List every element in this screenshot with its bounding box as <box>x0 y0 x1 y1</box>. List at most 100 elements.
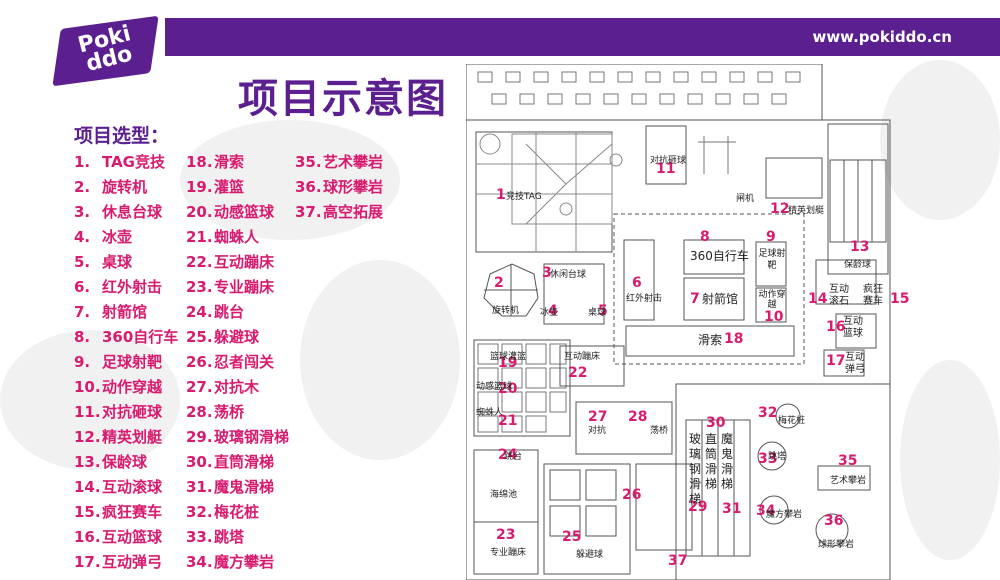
project-number: 12. <box>74 428 101 446</box>
plan-label-18: 18 <box>724 331 744 347</box>
project-number: 24. <box>186 303 213 321</box>
project-name: TAG竞技 <box>102 153 165 171</box>
plan-label-29: 29 <box>688 499 708 515</box>
plan-text-32: 梅花桩 <box>778 416 806 426</box>
plan-label-22: 22 <box>568 365 588 381</box>
website-url[interactable]: www.pokiddo.cn <box>812 28 952 46</box>
project-name: 互动蹦床 <box>214 253 275 271</box>
area-9-booth <box>755 241 787 287</box>
project-number: 17. <box>74 553 101 571</box>
project-list-item: 8.360自行车 <box>74 325 178 350</box>
project-number: 11. <box>74 403 101 421</box>
plan-text-7: 射箭馆 <box>702 292 739 306</box>
plan-text-33: 跳塔 <box>768 452 787 462</box>
plan-text-23: 专业蹦床 <box>490 548 527 558</box>
project-list-item: 32.梅花桩 <box>186 500 289 525</box>
plan-label-16: 16 <box>826 319 846 335</box>
area-3-4-5 <box>543 263 605 325</box>
plan-text-14: 互动滚石 <box>829 284 849 307</box>
project-number: 20. <box>186 203 213 221</box>
plan-label-23: 23 <box>496 527 516 543</box>
area-14-15 <box>815 259 877 305</box>
project-number: 30. <box>186 453 213 471</box>
plan-label-15: 15 <box>890 291 910 307</box>
plan-text-22: 互动蹦床 <box>564 352 601 362</box>
project-number: 7. <box>74 303 91 321</box>
project-list-item: 24.跳台 <box>186 300 289 325</box>
project-number: 29. <box>186 428 213 446</box>
project-name: 互动弹弓 <box>102 553 163 571</box>
project-name: 专业蹦床 <box>214 278 275 296</box>
plan-label-26: 26 <box>622 487 642 503</box>
plan-text-19: 篮球灌篮 <box>490 352 527 362</box>
plan-label-14: 14 <box>808 291 828 307</box>
project-name: 躲避球 <box>214 328 260 346</box>
plan-text-29: 玻璃钢滑梯 <box>688 432 701 506</box>
plan-label-2: 2 <box>494 275 504 291</box>
project-name: 360自行车 <box>102 328 179 346</box>
project-number: 36. <box>295 178 322 196</box>
plan-label-9: 9 <box>766 229 776 245</box>
project-list-item: 14.互动滚球 <box>74 475 178 500</box>
project-list-item: 18.滑索 <box>186 150 289 175</box>
plan-text-17: 互动弹弓 <box>845 352 865 375</box>
plan-text-21: 蜘蛛人 <box>476 408 504 418</box>
plan-label-34: 34 <box>756 503 776 519</box>
plan-label-12: 12 <box>770 201 790 217</box>
project-number: 13. <box>74 453 101 471</box>
project-name: 魔鬼滑梯 <box>214 478 275 496</box>
project-number: 34. <box>186 553 213 571</box>
project-number: 22. <box>186 253 213 271</box>
right-zone <box>675 383 891 580</box>
project-list-item: 33.跳塔 <box>186 525 289 550</box>
project-number: 33. <box>186 528 213 546</box>
plan-text-20: 动感篮球 <box>476 382 513 392</box>
project-list-item: 21.蜘蛛人 <box>186 225 289 250</box>
project-name: 红外射击 <box>102 278 163 296</box>
project-list-item: 13.保龄球 <box>74 450 178 475</box>
project-number: 26. <box>186 353 213 371</box>
project-number: 37. <box>295 203 322 221</box>
project-list-item: 28.荡桥 <box>186 400 289 425</box>
project-list-item: 27.对抗木 <box>186 375 289 400</box>
project-number: 35. <box>295 153 322 171</box>
area-17 <box>823 349 865 377</box>
plan-text-10: 动作穿越 <box>758 290 786 310</box>
project-name: 忍者闯关 <box>214 353 275 371</box>
plan-text-gate: 闸机 <box>736 194 755 204</box>
project-name: 球形攀岩 <box>323 178 384 196</box>
project-name: 灌篮 <box>214 178 245 196</box>
plan-label-1: 1 <box>496 187 506 203</box>
plan-label-27: 27 <box>588 409 608 425</box>
plan-text-pit: 海绵池 <box>490 490 518 500</box>
project-list-item: 30.直筒滑梯 <box>186 450 289 475</box>
zipline-track <box>625 325 795 357</box>
area-12 <box>765 157 823 199</box>
ninja-course <box>635 463 693 551</box>
plan-label-32: 32 <box>758 405 778 421</box>
background-shade <box>900 360 1000 560</box>
project-number: 4. <box>74 228 91 246</box>
project-list-item: 22.互动蹦床 <box>186 250 289 275</box>
project-list-item: 3.休息台球 <box>74 200 178 225</box>
plan-label-31: 31 <box>722 501 742 517</box>
project-list-item: 17.互动弹弓 <box>74 550 178 575</box>
pro-trampoline <box>473 521 539 575</box>
area-8-booth <box>683 239 745 275</box>
project-list-item: 25.躲避球 <box>186 325 289 350</box>
project-name: 射箭馆 <box>102 303 148 321</box>
plan-text-6: 红外射击 <box>626 294 663 304</box>
plan-text-28: 荡桥 <box>650 426 669 436</box>
plan-text-1: 竞技TAG <box>506 192 542 202</box>
plan-text-24: 跳台 <box>504 452 523 462</box>
project-list-item: 37.高空拓展 <box>295 200 383 225</box>
plan-label-36: 36 <box>824 513 844 529</box>
project-list-item: 19.灌篮 <box>186 175 289 200</box>
project-number: 28. <box>186 403 213 421</box>
project-list-item: 11.对抗砸球 <box>74 400 178 425</box>
project-name: 保龄球 <box>102 453 148 471</box>
project-name: 跳台 <box>214 303 245 321</box>
